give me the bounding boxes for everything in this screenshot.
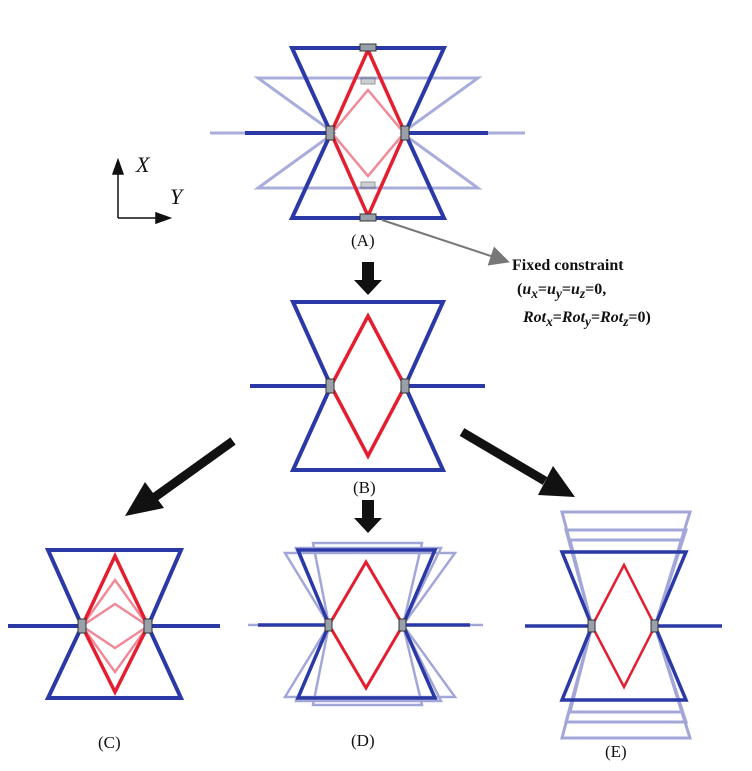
diamond-c [80, 551, 150, 696]
frame-b [250, 300, 485, 472]
hinges-b [325, 378, 410, 394]
arrow-a-to-b [354, 262, 382, 295]
hinges-d [324, 618, 407, 632]
faded-diamond-c [80, 577, 150, 675]
frame-a [245, 46, 488, 220]
hinges-c [77, 618, 153, 634]
structure-b [250, 300, 485, 472]
diamond-e [590, 562, 657, 690]
structure-a [210, 43, 525, 222]
label-b: (B) [353, 478, 376, 497]
structure-d [248, 541, 483, 707]
constraint-rotation: Rotx=Roty=Rotz=0) [523, 309, 651, 330]
axes-icon [111, 157, 173, 225]
constraint-annotation: Fixed constraint (ux=uy=uz=0, Rotx=Roty=… [512, 254, 651, 334]
arrow-b-to-d [354, 500, 382, 533]
constraint-title: Fixed constraint [512, 257, 624, 274]
arrow-b-to-e [459, 428, 575, 497]
y-axis-label: Y [170, 184, 183, 209]
hinges-a [325, 43, 410, 222]
diamond-d [327, 559, 405, 691]
x-axis-label: X [136, 152, 150, 177]
label-d: (D) [351, 731, 375, 750]
faded-diamond-c-2 [79, 602, 151, 650]
label-e: (E) [605, 742, 627, 761]
diamond-b [329, 312, 407, 460]
label-c: (C) [98, 733, 121, 752]
diamond-a [329, 45, 407, 221]
constraint-pointer [381, 219, 510, 266]
arrow-b-to-c [125, 437, 236, 516]
constraint-displacement: (ux=uy=uz=0, [517, 281, 607, 302]
faded-diamond-a [330, 88, 406, 178]
label-a: (A) [351, 231, 375, 250]
frame-c [8, 548, 220, 700]
structure-c [8, 548, 220, 700]
structure-e [525, 510, 722, 740]
frame-e [525, 550, 722, 702]
hinges-e [587, 619, 659, 633]
